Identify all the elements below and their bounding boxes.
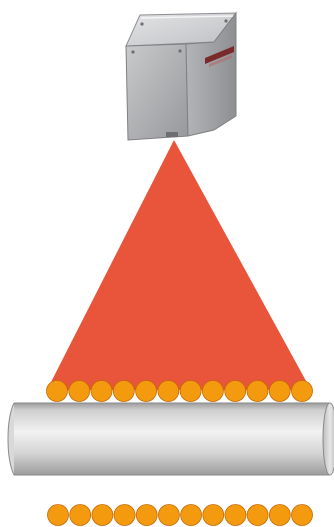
camera-screw bbox=[140, 22, 144, 26]
camera-side-face bbox=[185, 11, 237, 137]
camera-edge-highlight bbox=[140, 15, 234, 19]
bottom-dot bbox=[180, 504, 202, 526]
pipe-body bbox=[14, 403, 330, 475]
bottom-dot bbox=[69, 504, 92, 526]
bottom-dot bbox=[268, 504, 291, 526]
top-dot bbox=[246, 380, 269, 402]
top-dot bbox=[202, 380, 224, 402]
bottom-dot bbox=[91, 504, 114, 526]
bottom-dot bbox=[202, 504, 225, 526]
camera-screw bbox=[224, 19, 228, 23]
bottom-dot bbox=[47, 504, 69, 526]
top-dot-row bbox=[46, 380, 313, 402]
bottom-dot bbox=[246, 504, 269, 526]
camera-screw bbox=[178, 49, 182, 53]
bottom-dot bbox=[113, 504, 136, 526]
top-dot bbox=[179, 380, 202, 402]
pipe-left-end bbox=[7, 402, 15, 476]
top-dot bbox=[135, 380, 157, 402]
camera-lens-window bbox=[166, 132, 178, 137]
camera-screw bbox=[131, 50, 135, 54]
top-dot bbox=[46, 380, 68, 402]
camera-logo-stripe bbox=[205, 46, 234, 64]
bottom-dot bbox=[224, 504, 247, 526]
bottom-dot bbox=[158, 504, 180, 526]
top-dot bbox=[112, 380, 135, 402]
camera-front-face bbox=[125, 43, 189, 141]
camera-logo-stripe-light bbox=[209, 55, 232, 67]
top-dot bbox=[157, 380, 180, 402]
top-dot bbox=[68, 380, 91, 402]
top-dot bbox=[268, 380, 291, 402]
camera-sensor-icon bbox=[125, 11, 238, 141]
top-dot bbox=[90, 380, 113, 402]
laser-beam bbox=[47, 140, 311, 390]
top-dot bbox=[291, 380, 313, 402]
bottom-dot-row bbox=[47, 504, 313, 526]
top-dot bbox=[224, 380, 247, 402]
pipe-right-end bbox=[322, 402, 334, 476]
bottom-dot bbox=[135, 504, 158, 526]
pipe-cylinder bbox=[7, 402, 334, 476]
bottom-dot bbox=[291, 504, 313, 526]
